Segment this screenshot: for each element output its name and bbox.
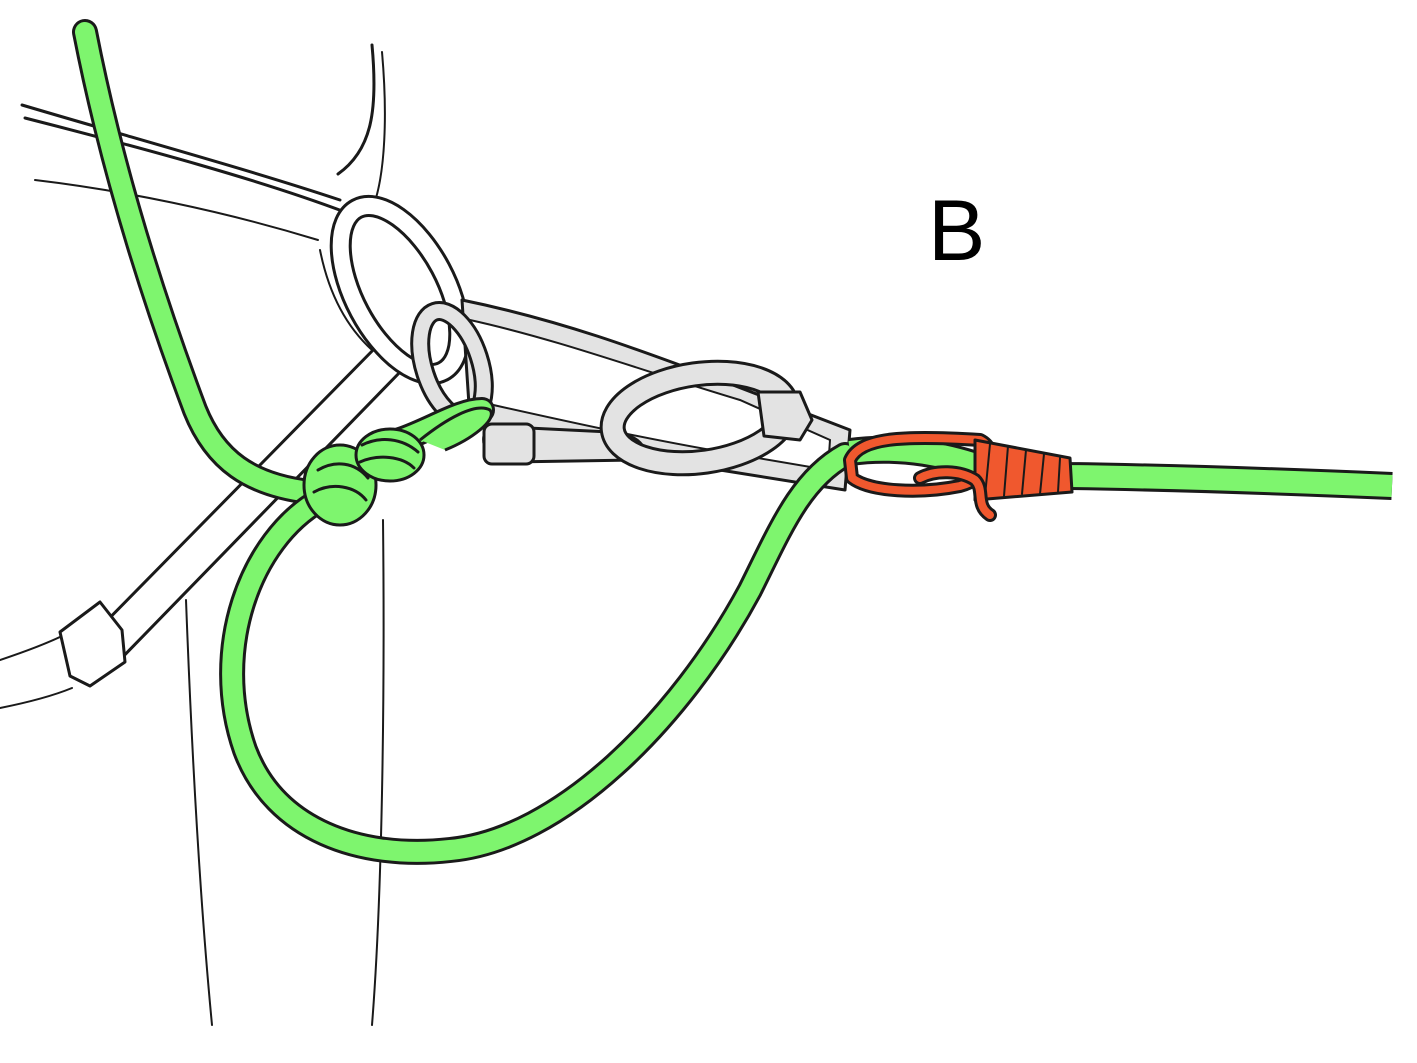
anchor-structure [0,43,386,1026]
anchor-ring [329,194,471,386]
prusik-cord [843,430,1074,522]
figure-label: B [928,183,986,279]
right-carabiner [599,359,814,477]
figure-eight-knot [302,406,493,527]
